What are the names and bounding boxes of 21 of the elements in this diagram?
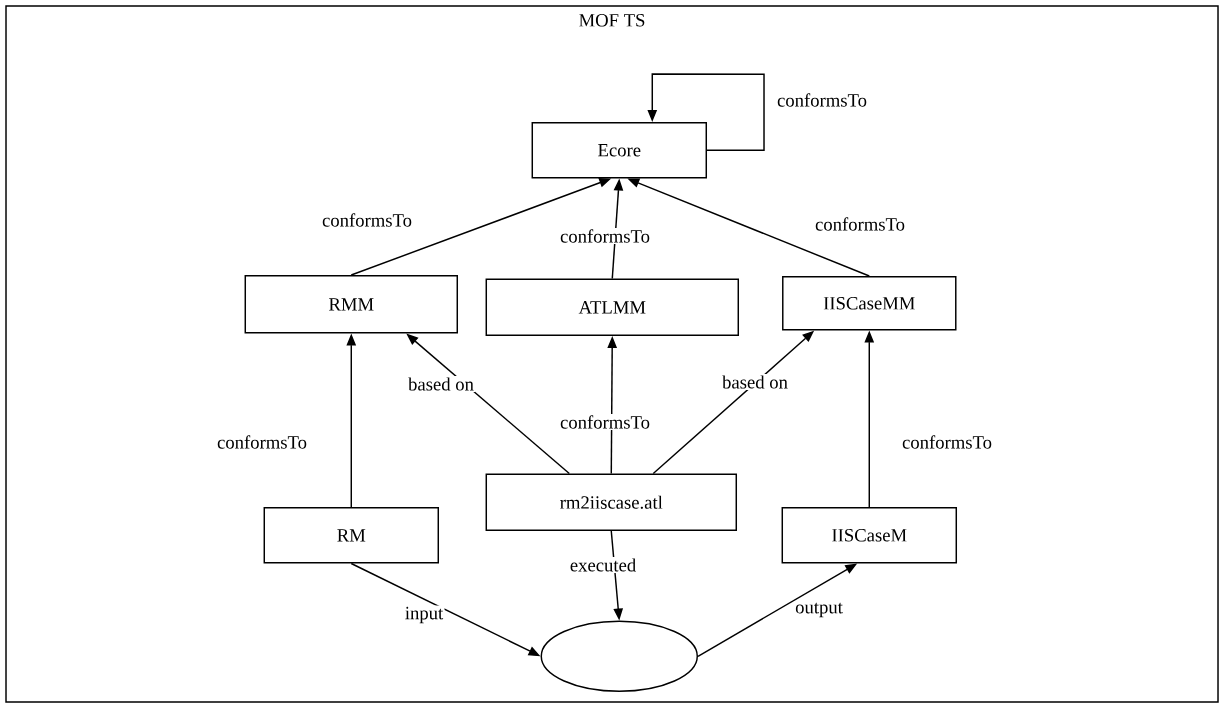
class-box: IISCaseMM (782, 276, 957, 331)
class-box: RMM (244, 275, 458, 334)
class-box: ATLMM (485, 278, 739, 336)
arrow (647, 73, 765, 151)
edge-label: conformsTo (558, 414, 652, 430)
edge-label: conformsTo (320, 212, 414, 228)
edge-label: based on (720, 374, 790, 390)
ellipse-shape (540, 620, 698, 692)
edge-label: conformsTo (900, 434, 994, 450)
class-box: rm2iiscase.atl (485, 473, 737, 531)
edge-label: conformsTo (215, 434, 309, 450)
edge-label: conformsTo (558, 228, 652, 244)
edge-label: conformsTo (775, 92, 869, 108)
edge-label: executed (568, 557, 638, 573)
edge-label: based on (406, 376, 476, 392)
class-box: Ecore (531, 122, 707, 179)
edge-label: output (793, 601, 845, 619)
edge-label: conformsTo (813, 216, 907, 232)
class-box: IISCaseM (781, 507, 957, 564)
edge-label: input (403, 605, 445, 625)
class-box: RM (263, 507, 439, 564)
